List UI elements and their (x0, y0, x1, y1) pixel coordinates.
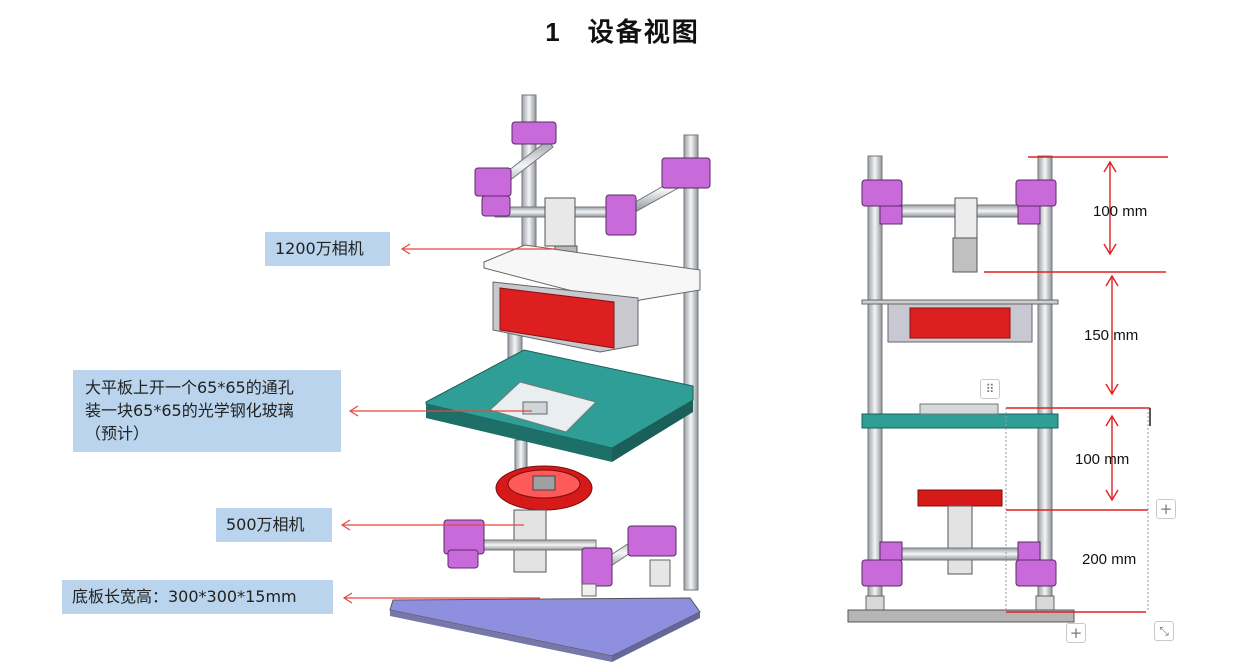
label-plate-note-line2: 装一块65*65的光学钢化玻璃 (85, 401, 294, 420)
add-button-right[interactable]: + (1156, 499, 1176, 519)
label-base-plate-text: 底板长宽高：300*300*15mm (72, 587, 297, 606)
iso-camera-12mp (544, 197, 576, 247)
title-text: 设备视图 (587, 17, 700, 47)
label-camera-5mp: 500万相机 (216, 508, 332, 542)
drag-handle-icon[interactable]: ⠿ (980, 379, 1000, 399)
label-camera-5mp-text: 500万相机 (226, 515, 305, 534)
label-plate-note-line1: 大平板上开一个65*65的通孔 (85, 378, 294, 397)
resize-handle-icon[interactable]: ⤡ (1154, 621, 1174, 641)
dimension-100mm-middle: 100 mm (1075, 451, 1130, 468)
front-red-block (909, 307, 1011, 339)
dimension-200mm: 200 mm (1082, 551, 1137, 568)
dimension-100mm-top: 100 mm (1093, 203, 1148, 220)
dimension-150mm: 150 mm (1084, 327, 1139, 344)
label-plate-note-line3: （预计） (85, 424, 150, 443)
front-teal-plate (861, 413, 1059, 429)
add-button-bottom[interactable]: + (1066, 623, 1086, 643)
iso-pole-rear-right (683, 134, 699, 591)
label-base-plate: 底板长宽高：300*300*15mm (62, 580, 333, 614)
label-camera-12mp-text: 1200万相机 (275, 239, 364, 258)
label-plate-note: 大平板上开一个65*65的通孔 装一块65*65的光学钢化玻璃 （预计） (73, 370, 341, 452)
iso-red-block (499, 287, 615, 349)
isometric-view (389, 94, 711, 662)
callout-arrows (340, 243, 556, 604)
front-base-plate (847, 609, 1075, 623)
label-camera-12mp: 1200万相机 (265, 232, 390, 266)
page-title: 1 设备视图 (0, 12, 1245, 49)
iso-pole-rear-left (521, 94, 537, 256)
dimension-lines (984, 156, 1168, 613)
front-view (847, 155, 1075, 623)
title-number: 1 (545, 17, 562, 47)
